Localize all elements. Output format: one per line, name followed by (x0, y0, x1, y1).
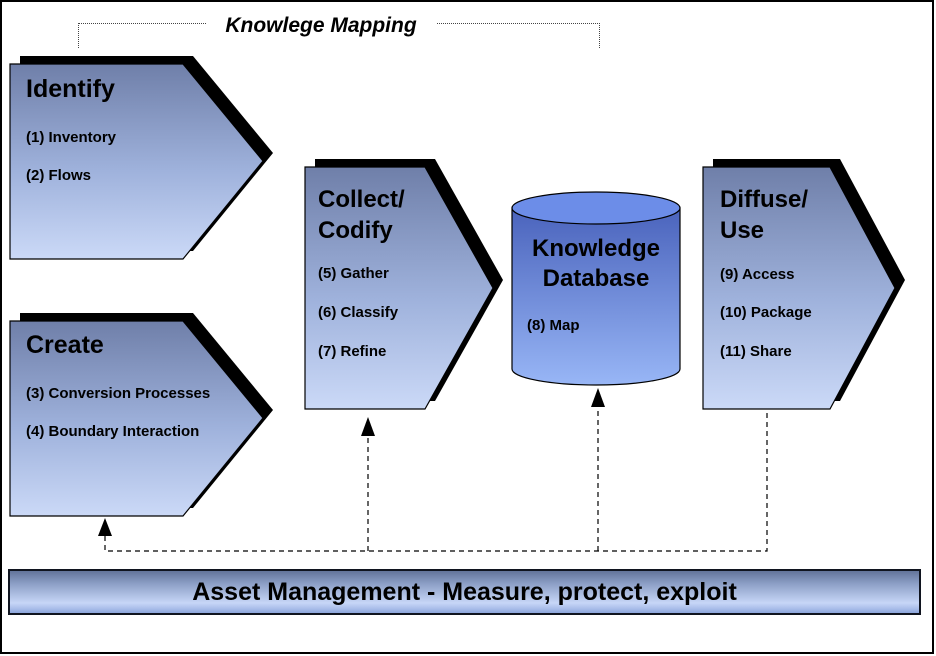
diffuse-use-title-line1: Diffuse/ (720, 186, 809, 213)
create-body (9, 320, 264, 517)
arrow-up-marker-collect (361, 417, 375, 436)
create-title: Create (26, 331, 104, 359)
diagram-title: Knowlege Mapping (206, 12, 436, 40)
create-item-1: (3) Conversion Processes (26, 385, 211, 402)
create-shape (9, 313, 273, 517)
feedback-connectors (104, 407, 768, 552)
knowledge-database-title: Knowledge Database (512, 234, 680, 294)
identify-item-1: (1) Inventory (26, 129, 117, 146)
diffuse-use-title-line2: Use (720, 217, 765, 244)
asset-management-label: Asset Management - Measure, protect, exp… (192, 577, 737, 606)
diffuse-use-shape (702, 159, 905, 410)
collect-codify-shape (304, 159, 503, 410)
collect-codify-title-line2: Codify (318, 217, 393, 244)
arrow-up-marker-create (98, 518, 112, 536)
knowledge-database-item-1: (8) Map (527, 317, 580, 334)
collect-item-1: (5) Gather (318, 265, 389, 282)
diffuse-item-3: (11) Share (720, 343, 792, 360)
collect-codify-title-line1: Collect/ (318, 186, 405, 213)
collect-codify-title: Collect/ Codify (318, 184, 405, 246)
knowledge-database-title-line2: Database (542, 265, 650, 292)
cylinder-top-face (511, 191, 681, 225)
identify-shape (9, 56, 273, 260)
identify-title: Identify (26, 75, 115, 103)
arrow-up-marker-database (591, 388, 605, 407)
connector-dashed-line-main (104, 409, 768, 552)
collect-item-3: (7) Refine (318, 343, 387, 360)
identify-item-2: (2) Flows (26, 167, 92, 184)
diffuse-item-2: (10) Package (720, 304, 812, 321)
knowledge-database-title-line1: Knowledge (531, 235, 660, 262)
diffuse-use-title: Diffuse/ Use (720, 184, 808, 246)
diffuse-use-body (702, 166, 896, 410)
identify-body (9, 63, 264, 260)
asset-management-bar: Asset Management - Measure, protect, exp… (8, 569, 921, 615)
cylinder-body (511, 207, 681, 386)
knowledge-database-cylinder (511, 191, 681, 386)
collect-item-2: (6) Classify (318, 304, 399, 321)
create-item-2: (4) Boundary Interaction (26, 423, 200, 440)
collect-codify-body (304, 166, 494, 410)
diffuse-item-1: (9) Access (720, 266, 795, 283)
